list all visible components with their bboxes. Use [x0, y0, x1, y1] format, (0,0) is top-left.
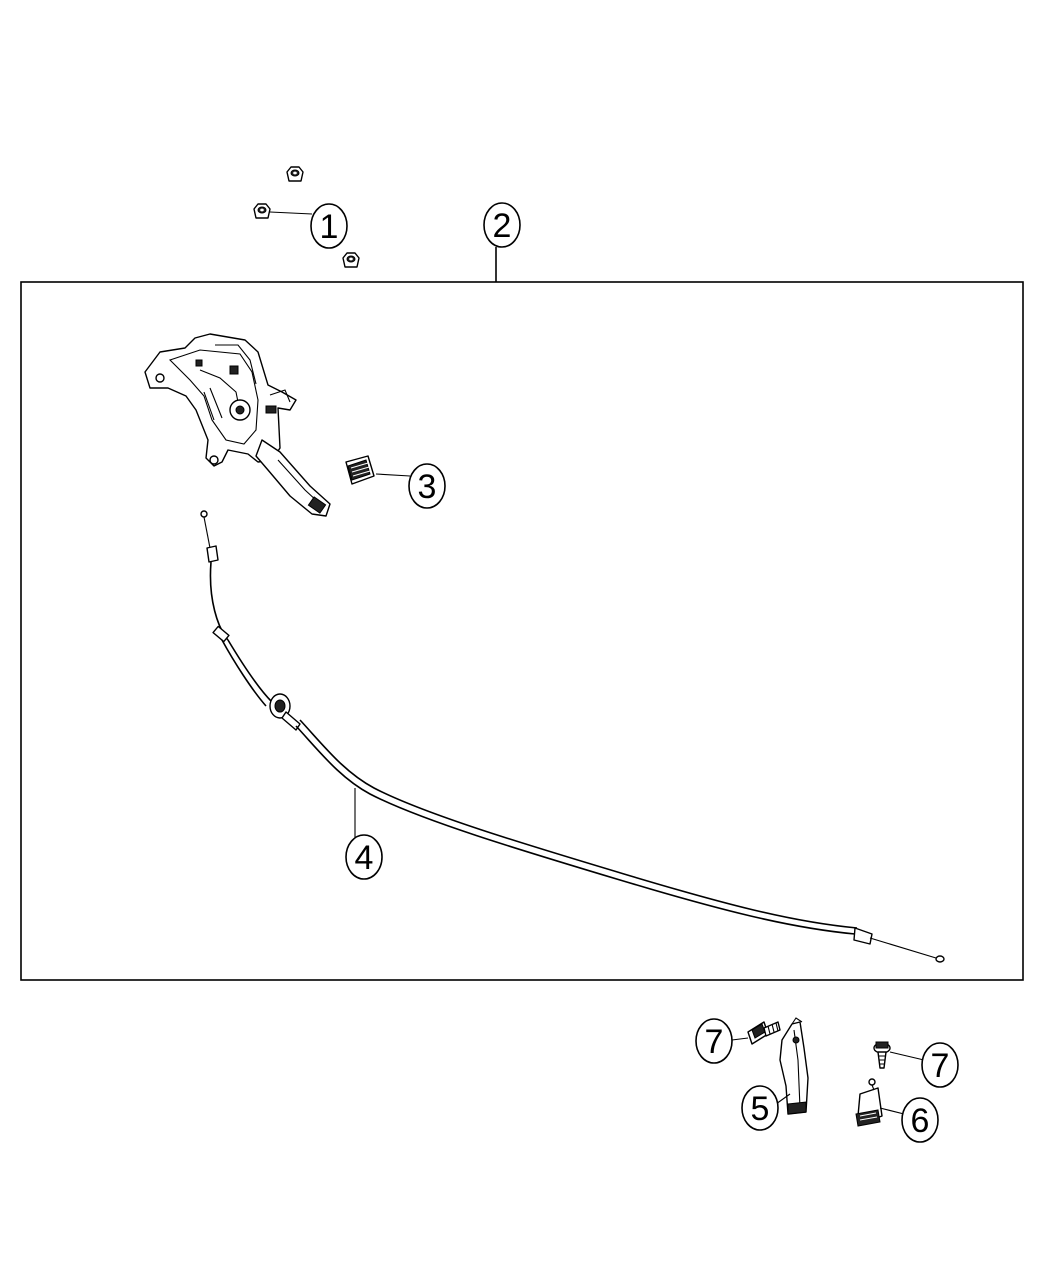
- bolt-part: [747, 1021, 781, 1045]
- callout-2: 2: [483, 202, 521, 248]
- callout-7-right: 7: [921, 1042, 959, 1088]
- assembly-frame: [20, 281, 1024, 981]
- callout-1: 1: [310, 203, 348, 249]
- callout-7-left: 7: [695, 1018, 733, 1064]
- lever-grip-part: [345, 455, 375, 485]
- cable-bracket-part: [779, 1017, 809, 1115]
- callout-2-label: 2: [493, 207, 512, 245]
- brake-cable-part: [200, 510, 945, 963]
- nut-part: [253, 166, 360, 268]
- callout-1-label: 1: [320, 208, 339, 246]
- bolt-part: [873, 1041, 891, 1069]
- callout-5-label: 5: [751, 1090, 770, 1128]
- callout-4-label: 4: [355, 839, 374, 877]
- parking-brake-lever-assembly: [144, 333, 331, 517]
- callout-3: 3: [408, 463, 446, 509]
- callout-4: 4: [345, 834, 383, 880]
- callout-5: 5: [741, 1085, 779, 1131]
- callout-6: 6: [901, 1097, 939, 1143]
- callout-7-right-label: 7: [931, 1047, 950, 1085]
- cable-clip-part: [855, 1078, 883, 1127]
- callout-6-label: 6: [911, 1102, 930, 1140]
- callout-3-label: 3: [418, 468, 437, 506]
- callout-7-left-label: 7: [705, 1023, 724, 1061]
